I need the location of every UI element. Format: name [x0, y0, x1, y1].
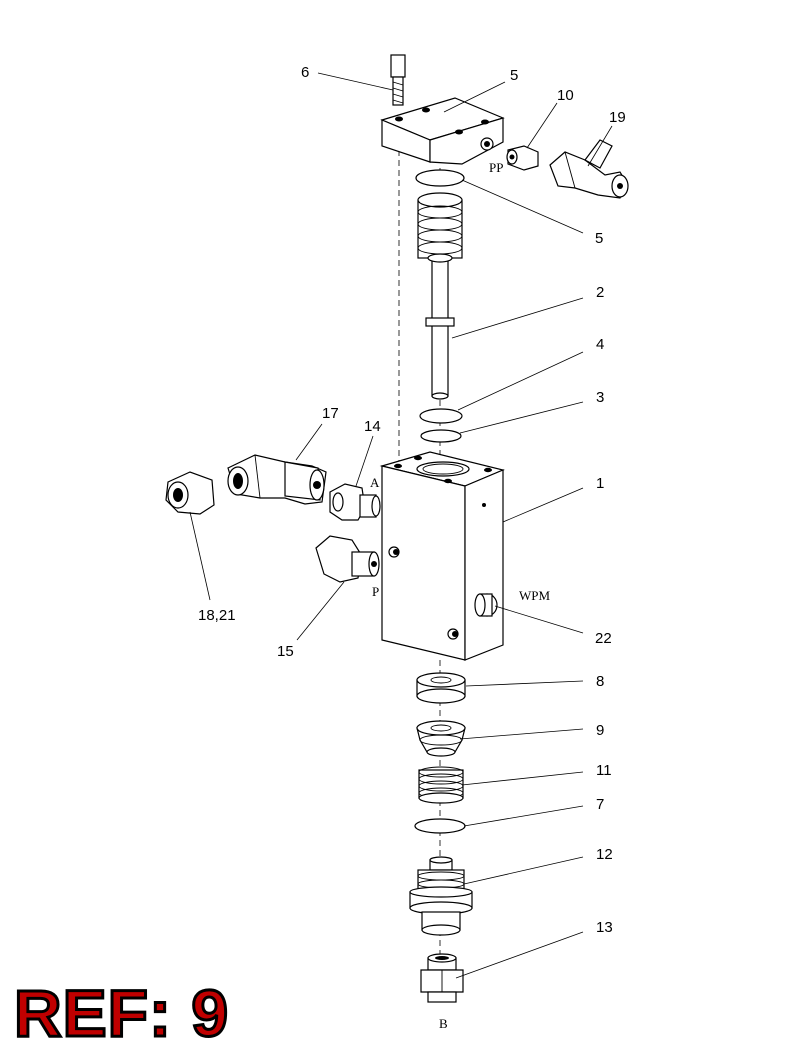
label-part-18-21: 18,21	[198, 607, 236, 624]
part-14-fitting	[329, 483, 381, 521]
part-19-elbow	[549, 139, 629, 199]
part-5-o-ring-top	[415, 169, 465, 187]
label-part-1: 1	[596, 475, 604, 492]
port-label-b: B	[439, 1016, 448, 1031]
label-part-5-bottom: 7	[596, 796, 604, 813]
part-3-washer	[420, 429, 462, 443]
part-11-plug	[409, 856, 473, 936]
part-13-fitting	[420, 953, 464, 1003]
part-17-tee	[227, 454, 327, 505]
part-6-top-block	[380, 97, 505, 165]
port-label-wpm: WPM	[519, 588, 551, 603]
part-22-plug	[474, 593, 498, 617]
reference-badge: REF: 9	[12, 976, 230, 1050]
part-2-spool	[417, 192, 463, 400]
label-part-2: 2	[596, 284, 604, 301]
part-10-spring	[418, 766, 464, 804]
part-8-ring	[416, 672, 466, 704]
label-part-10: 11	[596, 762, 612, 779]
label-part-15: 15	[277, 643, 294, 660]
label-part-5-top: 5	[595, 230, 603, 247]
label-part-7: 6	[301, 64, 309, 81]
label-part-4: 4	[596, 336, 604, 353]
label-part-6: 5	[510, 67, 518, 84]
label-part-22: 22	[595, 630, 612, 647]
part-4-washer	[419, 408, 463, 424]
label-part-19: 19	[609, 109, 626, 126]
label-part-3: 3	[596, 389, 604, 406]
label-part-8: 8	[596, 673, 604, 690]
port-label-p: P	[372, 584, 379, 599]
port-label-a: A	[370, 475, 380, 490]
label-part-12: 10	[557, 87, 574, 104]
leader-lines	[189, 72, 613, 979]
part-5-o-ring-bottom	[414, 818, 466, 834]
label-part-11: 12	[596, 846, 613, 863]
port-labels: PP A P WPM B	[370, 160, 551, 1031]
port-label-pp: PP	[489, 160, 503, 175]
part-7-bolt	[390, 54, 406, 106]
label-part-17: 17	[322, 405, 339, 422]
part-15-fitting	[315, 535, 380, 583]
part-18-21-fitting	[165, 471, 215, 515]
label-part-14: 14	[364, 418, 381, 435]
label-part-13: 13	[596, 919, 613, 936]
part-12-fitting	[506, 145, 539, 171]
part-1-valve-body	[379, 451, 505, 661]
part-labels: 6 5 10 19 5 2 4 3 17 14 1 18,21 22 15 8 …	[198, 64, 626, 936]
part-9-seat	[416, 720, 466, 757]
label-part-9: 9	[596, 722, 604, 739]
